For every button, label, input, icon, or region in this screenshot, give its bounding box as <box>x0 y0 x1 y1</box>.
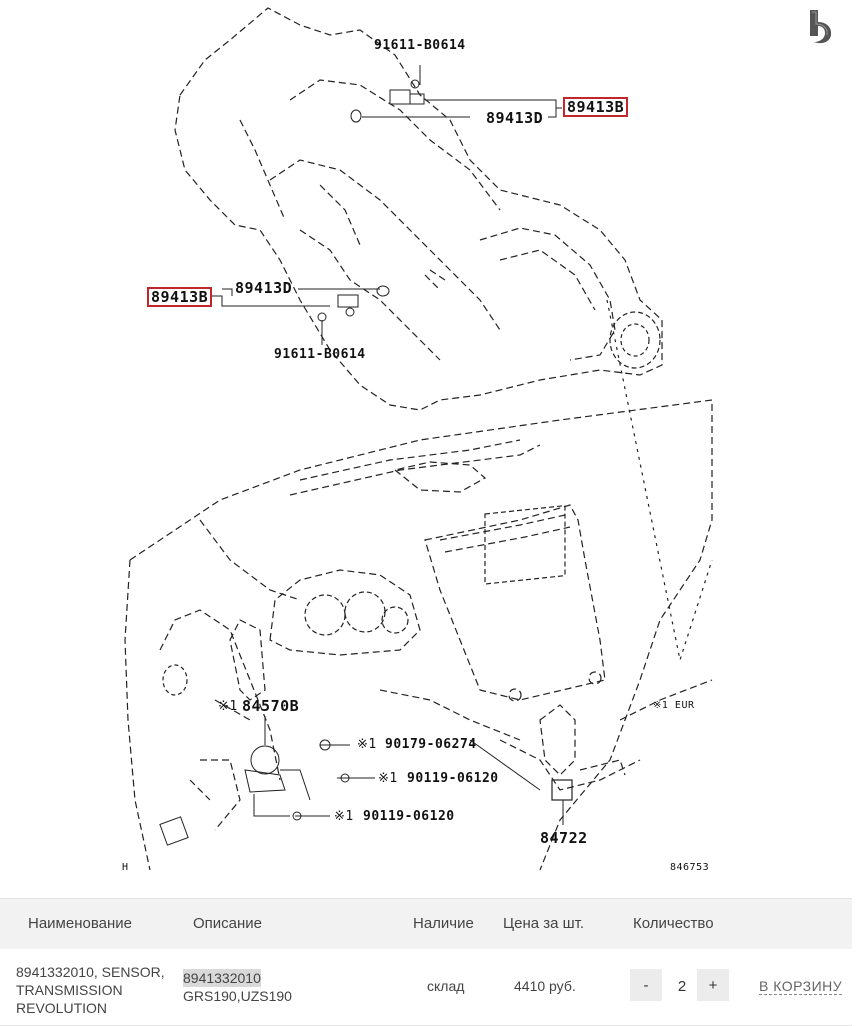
quantity-input[interactable] <box>663 969 701 1003</box>
availability-value: склад <box>427 978 465 994</box>
note-eur: ※1 EUR <box>653 700 695 711</box>
callout-part-84570b[interactable]: 84570B <box>242 697 300 715</box>
leader-left-b <box>212 295 330 307</box>
callout-bolt-left[interactable]: 91611-B0614 <box>274 347 366 362</box>
table-row: 8941332010, SENSOR, TRANSMISSION REVOLUT… <box>0 949 852 1026</box>
part-name-line: 8941332010, SENSOR, <box>16 964 165 980</box>
callout-part-84722[interactable]: 84722 <box>540 829 588 847</box>
callout-bolt-top[interactable]: 91611-B0614 <box>374 38 466 53</box>
part-code: 8941332010 <box>183 969 261 987</box>
callout-part-90119-b[interactable]: 90119-06120 <box>363 809 455 824</box>
callout-part-d-top[interactable]: 89413D <box>486 109 544 127</box>
diagram-drawing <box>124 7 713 871</box>
figure-id: 846753 <box>670 862 710 873</box>
callout-part-90119-a[interactable]: 90119-06120 <box>407 771 499 786</box>
header-description: Описание <box>193 915 263 932</box>
header-quantity: Количество <box>633 915 714 932</box>
part-name: 8941332010, SENSOR, TRANSMISSION REVOLUT… <box>16 963 176 1017</box>
table-header: Наименование Описание Наличие Цена за шт… <box>0 899 852 949</box>
corner-mark: H <box>122 862 129 873</box>
transmission-outline <box>174 7 663 411</box>
parts-table: Наименование Описание Наличие Цена за шт… <box>0 898 852 1026</box>
header-availability: Наличие <box>413 915 474 932</box>
add-to-cart-link[interactable]: В КОРЗИНУ <box>759 978 843 995</box>
callout-mark-90119-b: ※1 <box>334 809 354 824</box>
callout-part-90179[interactable]: 90179-06274 <box>385 737 477 752</box>
header-price: Цена за шт. <box>503 915 585 932</box>
callout-mark-84570b: ※1 <box>218 699 238 714</box>
quantity-increase-button[interactable]: + <box>697 969 729 1001</box>
price-value: 4410 руб. <box>514 978 576 994</box>
leader-top-b <box>425 99 562 109</box>
part-description: 8941332010 GRS190,UZS190 <box>183 969 292 1005</box>
part-name-line: TRANSMISSION <box>16 982 123 998</box>
callout-part-b-top[interactable]: 89413B <box>563 97 629 117</box>
callout-mark-90179: ※1 <box>357 737 377 752</box>
quantity-decrease-button[interactable]: - <box>630 969 662 1001</box>
parts-diagram: 91611-B0614 89413B 89413D 89413D 89413B … <box>122 7 713 873</box>
dashboard-outline <box>129 399 713 871</box>
part-name-line: REVOLUTION <box>16 1000 108 1016</box>
callout-mark-90119-a: ※1 <box>378 771 398 786</box>
back-arrow-icon[interactable] <box>800 6 836 46</box>
callout-part-d-left[interactable]: 89413D <box>235 279 293 297</box>
callout-part-b-left[interactable]: 89413B <box>147 287 213 307</box>
header-name: Наименование <box>28 915 132 932</box>
part-models: GRS190,UZS190 <box>183 988 292 1004</box>
